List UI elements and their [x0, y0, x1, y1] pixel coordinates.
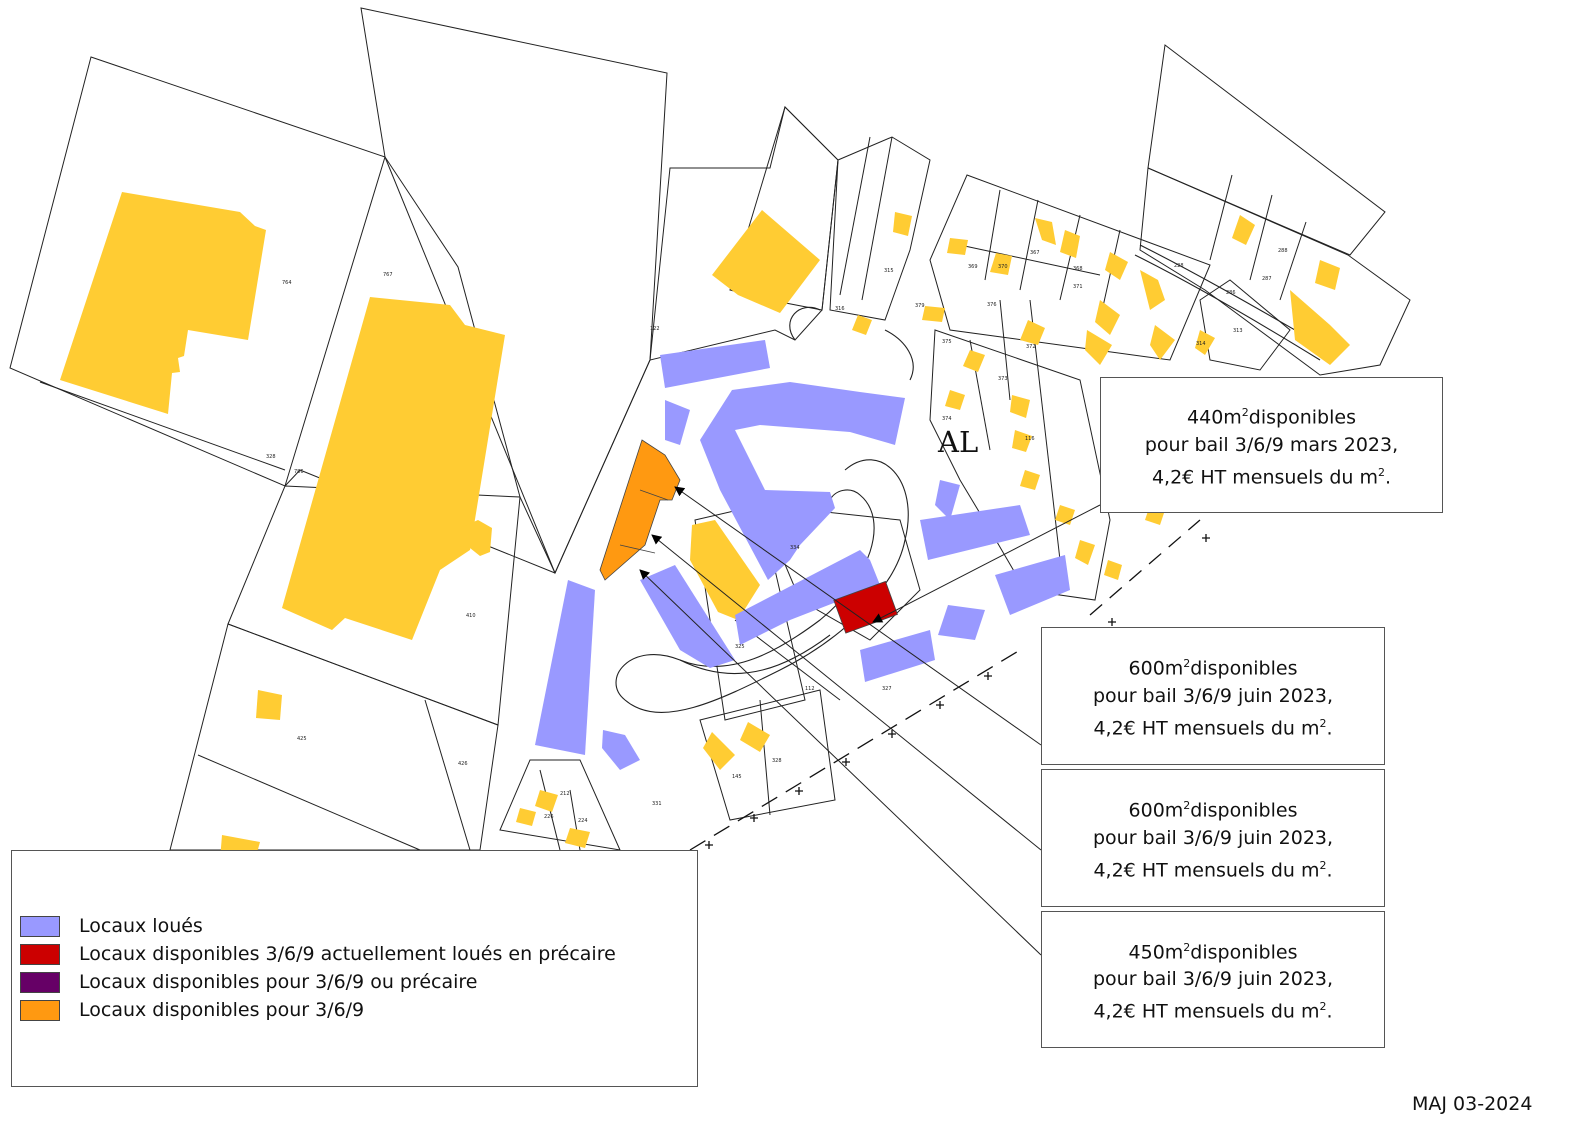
availability-callout-450: 450m2disponibles pour bail 3/6/9 juin 20… — [1041, 911, 1385, 1048]
parcel-number: 287 — [1262, 276, 1272, 282]
legend-label: Locaux loués — [79, 915, 203, 937]
parcel-number: 314 — [1196, 341, 1206, 347]
parcel-number: 375 — [942, 339, 952, 345]
parcel-number: 112 — [805, 686, 815, 692]
parcel-lines — [9, 7, 1411, 851]
legend-label: Locaux disponibles 3/6/9 actuellement lo… — [79, 943, 616, 965]
parcel-number-labels: 764 767 328 786 410 425 426 122 315 316 … — [266, 248, 1288, 824]
parcel-number: 325 — [735, 644, 745, 650]
legend-item-precarious: Locaux disponibles 3/6/9 actuellement lo… — [20, 942, 616, 966]
parcel-number: 331 — [652, 801, 662, 807]
parcel-number: 764 — [282, 280, 292, 286]
boundary-dashed-line — [689, 519, 1201, 851]
legend-item-available-or-precarious: Locaux disponibles pour 3/6/9 ou précair… — [20, 970, 478, 994]
parcel-number: 334 — [790, 545, 800, 551]
legend-label: Locaux disponibles pour 3/6/9 ou précair… — [79, 971, 478, 993]
parcel-number: 370 — [998, 264, 1008, 270]
availability-callout-600-b: 600m2disponibles pour bail 3/6/9 juin 20… — [1041, 769, 1385, 907]
parcel-number: 425 — [297, 736, 307, 742]
parcel-number: 316 — [835, 306, 845, 312]
legend-item-rented: Locaux loués — [20, 914, 203, 938]
parcel-number: 145 — [732, 774, 742, 780]
parcel-number: 226 — [544, 814, 554, 820]
parcel-number: 116 — [1025, 436, 1035, 442]
legend-label: Locaux disponibles pour 3/6/9 — [79, 999, 365, 1021]
parcel-number: 313 — [1233, 328, 1243, 334]
legend-swatch — [20, 915, 60, 937]
legend-swatch — [20, 971, 60, 993]
buildings — [60, 192, 1350, 860]
parcel-number: 286 — [1226, 290, 1236, 296]
parcel-number: 212 — [560, 791, 570, 797]
parcel-number: 767 — [383, 272, 393, 278]
update-date-label: MAJ 03-2024 — [1412, 1093, 1533, 1115]
parcel-number: 372 — [1026, 344, 1036, 350]
parcel-number: 288 — [1278, 248, 1288, 254]
available-buildings — [599, 439, 681, 581]
parcel-number: 376 — [987, 302, 997, 308]
parcel-number: 371 — [1073, 284, 1083, 290]
parcel-number: 374 — [942, 416, 952, 422]
parcel-number: 373 — [998, 376, 1008, 382]
boundary-crosses — [705, 534, 1210, 849]
parcel-number: 122 — [650, 326, 660, 332]
legend-item-available: Locaux disponibles pour 3/6/9 — [20, 998, 364, 1022]
legend-swatch — [20, 999, 60, 1021]
availability-callout-600-a: 600m2disponibles pour bail 3/6/9 juin 20… — [1041, 627, 1385, 765]
parcel-number: 369 — [968, 264, 978, 270]
availability-callout-440: 440m2disponibles pour bail 3/6/9 mars 20… — [1100, 377, 1443, 513]
leader-lines — [639, 486, 1101, 956]
parcel-number: 426 — [458, 761, 468, 767]
parcel-number: 328 — [266, 454, 276, 460]
parcel-number: 379 — [915, 303, 925, 309]
map-legend: Locaux loués Locaux disponibles 3/6/9 ac… — [11, 850, 698, 1087]
parcel-number: 224 — [578, 818, 588, 824]
parcel-number: 327 — [882, 686, 892, 692]
parcel-number: 410 — [466, 613, 476, 619]
parcel-number: 315 — [884, 268, 894, 274]
legend-swatch — [20, 943, 60, 965]
rented-buildings — [535, 340, 1070, 770]
parcel-number: 328 — [772, 758, 782, 764]
parcel-number: 228 — [1174, 263, 1184, 269]
parcel-number: 367 — [1030, 250, 1040, 256]
section-label: AL — [937, 425, 978, 459]
parcel-number: 368 — [1073, 266, 1083, 272]
precarious-building — [833, 580, 898, 634]
parcel-number: 786 — [294, 469, 304, 475]
